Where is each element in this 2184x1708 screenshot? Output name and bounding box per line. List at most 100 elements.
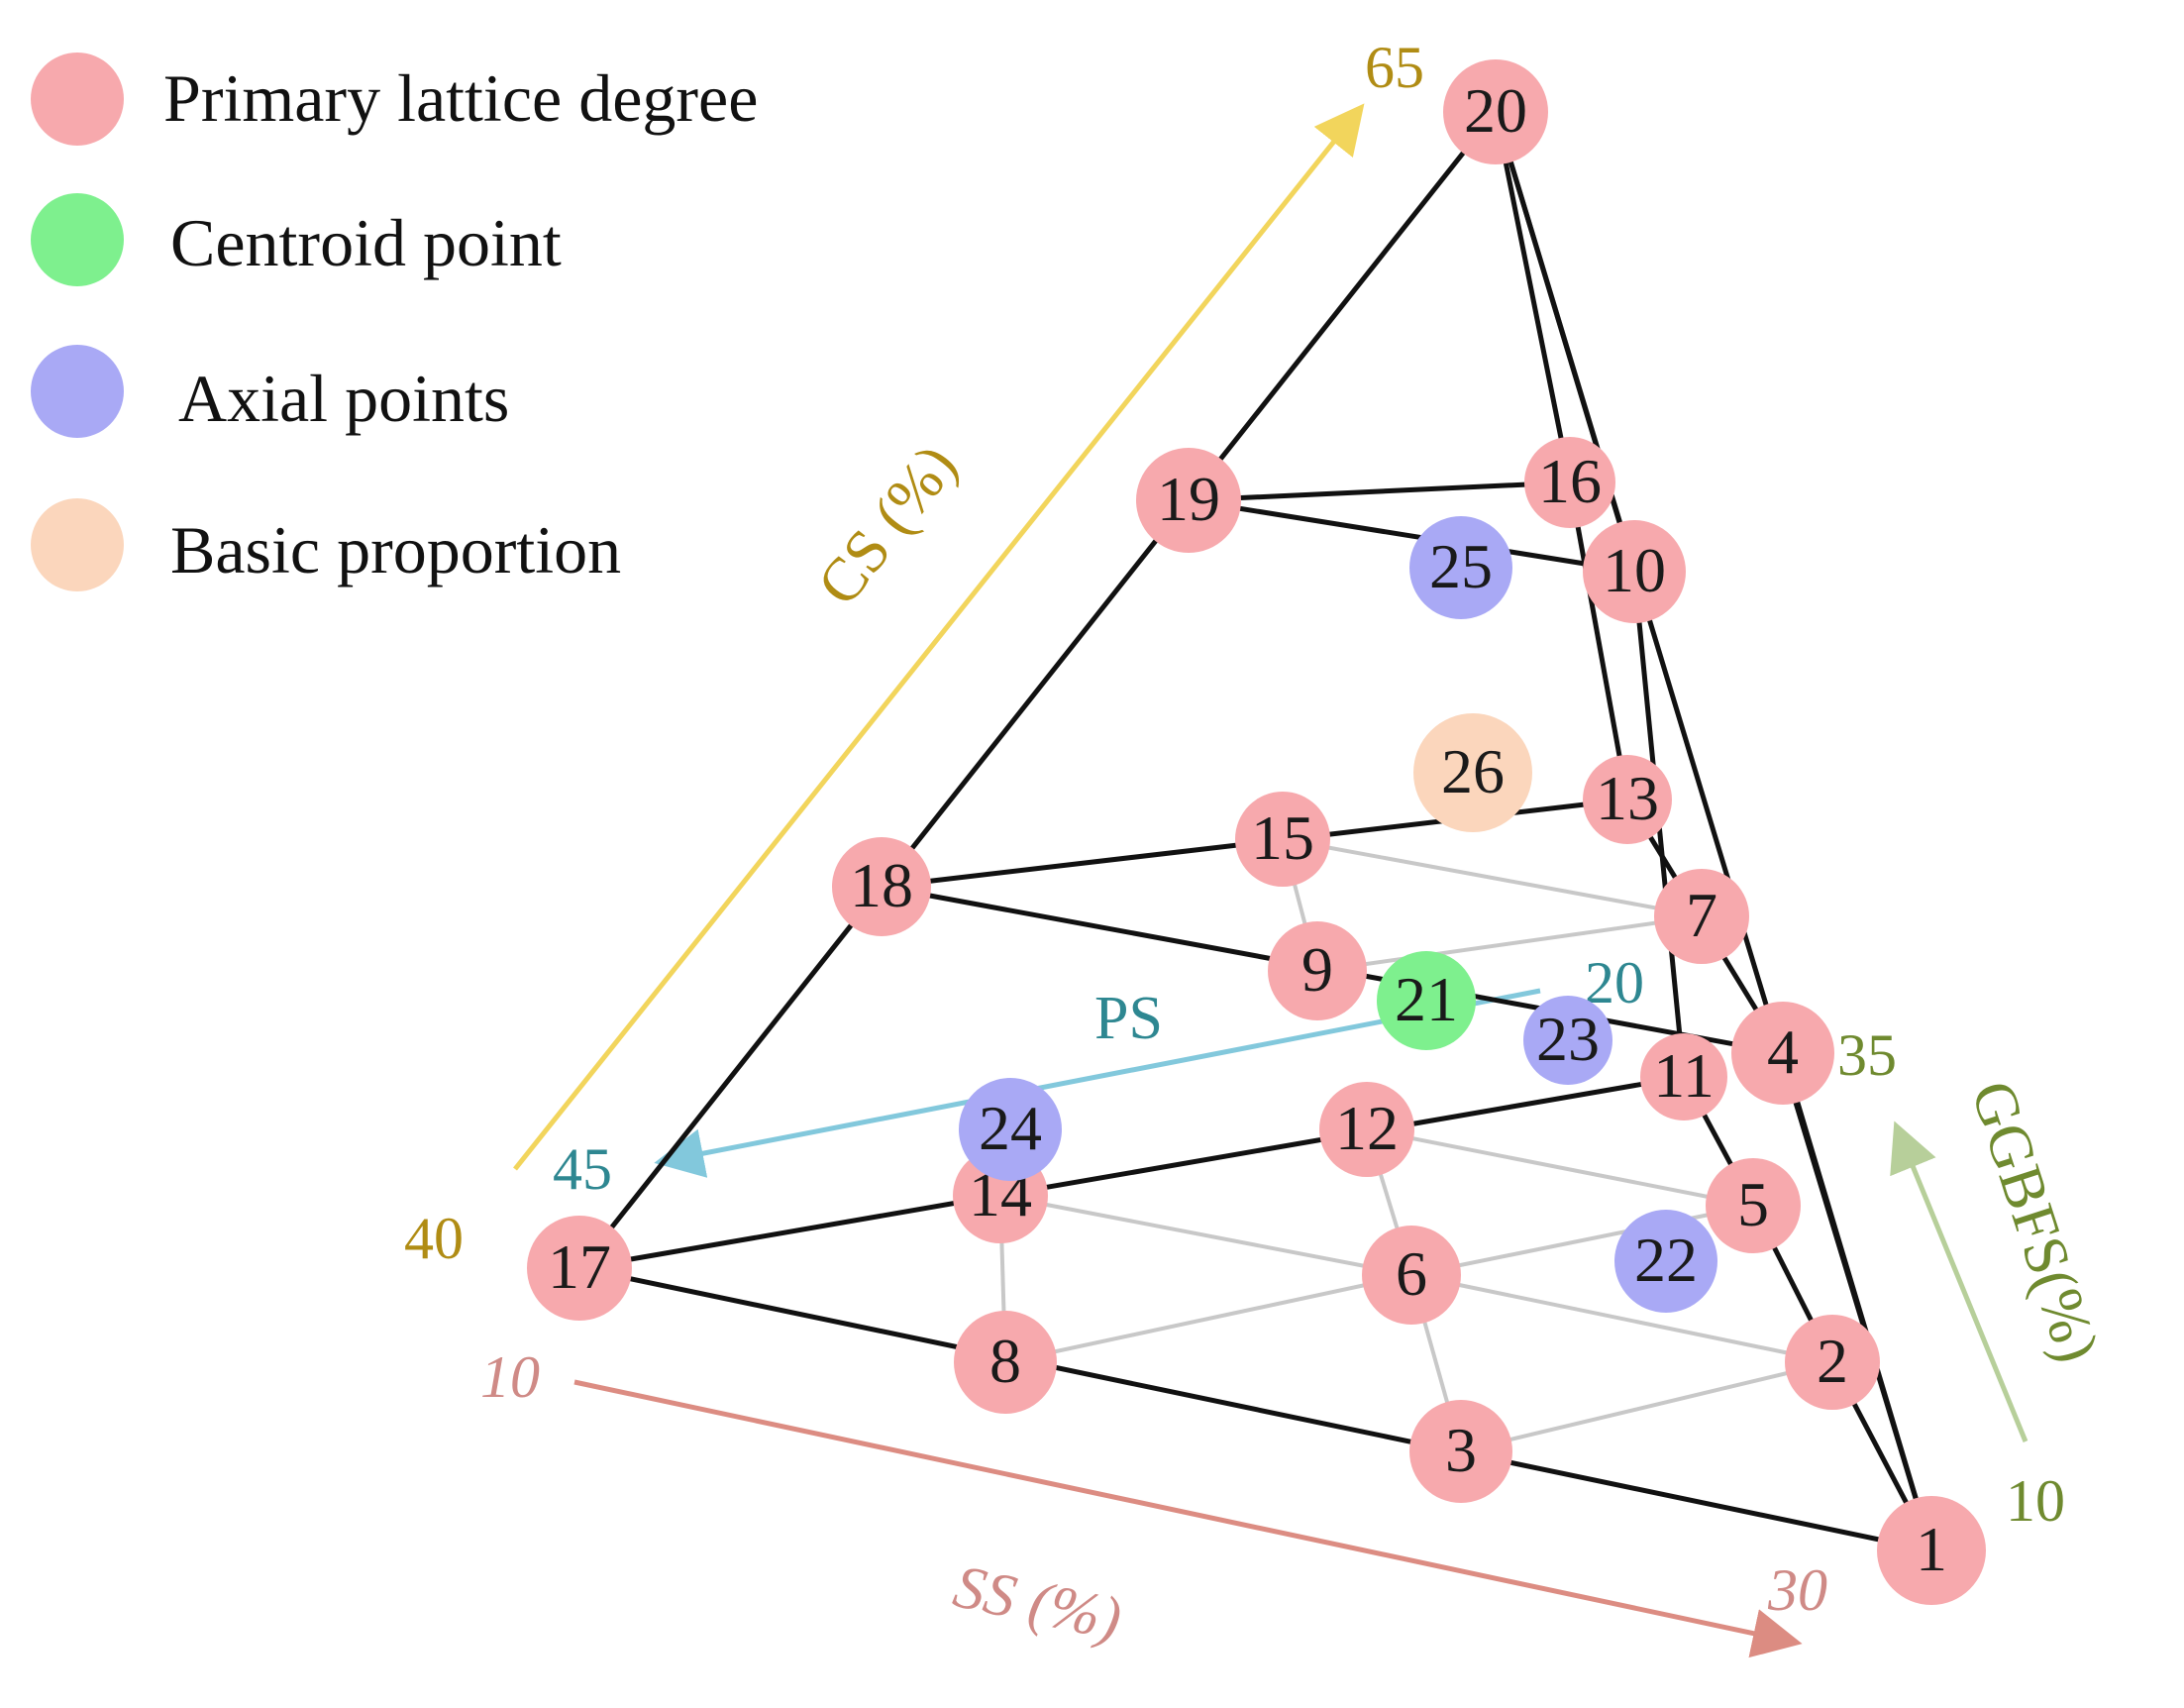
legend-label-basic: Basic proportion: [170, 512, 621, 587]
main-edge-17-11: [578, 1074, 1685, 1271]
lattice-point-label-1: 1: [1916, 1514, 1947, 1584]
legend-swatch-primary: [31, 53, 124, 146]
grid-edge-12-5: [1366, 1127, 1754, 1208]
lattice-point-marker-4: [1731, 1002, 1834, 1105]
legend-label-primary: Primary lattice degree: [163, 60, 758, 136]
lattice-grid-edges: [998, 837, 1833, 1453]
lattice-point-label-16: 16: [1538, 446, 1602, 516]
axis-ps: PS 20 45: [553, 950, 1644, 1202]
lattice-point-label-12: 12: [1335, 1093, 1399, 1163]
lattice-points: 1234567891011121314151617181920212223242…: [527, 59, 1986, 1605]
grid-edge-3-2: [1460, 1360, 1833, 1453]
grid-edge-15-7: [1282, 837, 1703, 918]
lattice-point-16: 16: [1524, 437, 1615, 528]
lattice-point-marker-6: [1362, 1226, 1461, 1325]
lattice-point-label-9: 9: [1301, 934, 1333, 1005]
axis-ss-arrow: [573, 1379, 1803, 1658]
axis-ggbfs-max: 35: [1837, 1022, 1897, 1088]
lattice-point-marker-18: [832, 837, 931, 936]
legend-swatch-axial: [31, 345, 124, 438]
lattice-point-3: 3: [1409, 1400, 1512, 1503]
lattice-point-12: 12: [1319, 1082, 1414, 1177]
lattice-point-24: 24: [959, 1078, 1062, 1181]
lattice-point-13: 13: [1583, 755, 1672, 844]
axis-ggbfs: GGBFS(%) 10 35: [1837, 1022, 2112, 1534]
lattice-point-11: 11: [1640, 1033, 1727, 1121]
main-edge-17-20: [577, 110, 1498, 1270]
lattice-point-marker-2: [1785, 1315, 1880, 1410]
lattice-point-17: 17: [527, 1216, 632, 1321]
axis-ps-label: PS: [1094, 985, 1163, 1052]
lattice-point-label-10: 10: [1603, 535, 1666, 605]
axis-ss-max: 30: [1767, 1557, 1827, 1623]
lattice-point-marker-19: [1136, 448, 1241, 553]
lattice-point-26: 26: [1413, 713, 1532, 832]
lattice-point-marker-21: [1377, 951, 1476, 1050]
axis-ggbfs-label: GGBFS(%): [1958, 1073, 2112, 1369]
lattice-point-label-25: 25: [1429, 531, 1493, 601]
lattice-point-label-13: 13: [1596, 763, 1659, 833]
lattice-point-label-23: 23: [1536, 1004, 1600, 1074]
grid-edge-8-6: [1004, 1273, 1412, 1364]
lattice-point-marker-10: [1583, 520, 1686, 623]
main-edge-19-10: [1188, 497, 1635, 575]
main-edge-16-13: [1567, 481, 1630, 801]
legend-label-centroid: Centroid point: [170, 205, 562, 280]
lattice-point-marker-26: [1413, 713, 1532, 832]
lattice-point-label-19: 19: [1157, 464, 1220, 534]
axis-cs-label: CS (%): [804, 433, 970, 618]
lattice-point-label-11: 11: [1653, 1040, 1715, 1111]
axis-ps-max: 45: [553, 1136, 612, 1202]
lattice-point-marker-25: [1409, 516, 1512, 619]
lattice-point-label-15: 15: [1251, 802, 1314, 873]
lattice-point-8: 8: [954, 1311, 1057, 1414]
grid-edge-14-6: [999, 1194, 1412, 1277]
lattice-point-19: 19: [1136, 448, 1241, 553]
lattice-point-label-17: 17: [548, 1231, 611, 1302]
legend-item-centroid: Centroid point: [31, 193, 562, 286]
lattice-point-18: 18: [832, 837, 931, 936]
lattice-point-marker-20: [1443, 59, 1548, 164]
grid-edge-6-5: [1410, 1204, 1754, 1277]
axis-cs-arrow: [513, 103, 1365, 1171]
lattice-point-marker-22: [1614, 1210, 1717, 1313]
lattice-point-marker-16: [1524, 437, 1615, 528]
lattice-point-label-26: 26: [1441, 736, 1505, 806]
axis-ss-label: SS (%): [948, 1552, 1127, 1654]
axis-ss: SS (%) 10 30: [480, 1344, 1827, 1658]
lattice-point-marker-12: [1319, 1082, 1414, 1177]
lattice-point-23: 23: [1523, 996, 1612, 1085]
lattice-point-label-3: 3: [1445, 1415, 1477, 1485]
lattice-point-marker-8: [954, 1311, 1057, 1414]
lattice-point-label-18: 18: [850, 850, 913, 920]
legend-swatch-basic: [31, 498, 124, 591]
lattice-point-5: 5: [1706, 1158, 1801, 1253]
legend-swatch-centroid: [31, 193, 124, 286]
axis-ggbfs-arrow: [1890, 1121, 2028, 1442]
lattice-point-marker-17: [527, 1216, 632, 1321]
lattice-point-marker-11: [1640, 1033, 1727, 1121]
lattice-point-15: 15: [1235, 792, 1330, 887]
lattice-point-label-21: 21: [1395, 964, 1458, 1034]
lattice-point-21: 21: [1377, 951, 1476, 1050]
grid-edge-6-2: [1410, 1273, 1833, 1364]
lattice-point-1: 1: [1877, 1496, 1986, 1605]
axis-cs-max: 65: [1365, 35, 1424, 100]
main-edge-4-1: [1780, 1052, 1934, 1551]
lattice-point-4: 4: [1731, 1002, 1834, 1105]
lattice-point-20: 20: [1443, 59, 1548, 164]
lattice-point-label-2: 2: [1817, 1326, 1848, 1396]
lattice-point-label-5: 5: [1737, 1169, 1769, 1239]
main-edge-20-16: [1493, 111, 1573, 483]
legend-item-primary: Primary lattice degree: [31, 53, 758, 146]
main-edge-19-16: [1188, 480, 1571, 503]
lattice-point-22: 22: [1614, 1210, 1717, 1313]
lattice-point-9: 9: [1268, 921, 1367, 1020]
lattice-point-7: 7: [1654, 869, 1749, 964]
lattice-point-10: 10: [1583, 520, 1686, 623]
lattice-point-label-6: 6: [1396, 1238, 1427, 1309]
lattice-point-6: 6: [1362, 1226, 1461, 1325]
lattice-point-marker-9: [1268, 921, 1367, 1020]
lattice-point-2: 2: [1785, 1315, 1880, 1410]
grid-edge-9-7: [1316, 914, 1703, 973]
